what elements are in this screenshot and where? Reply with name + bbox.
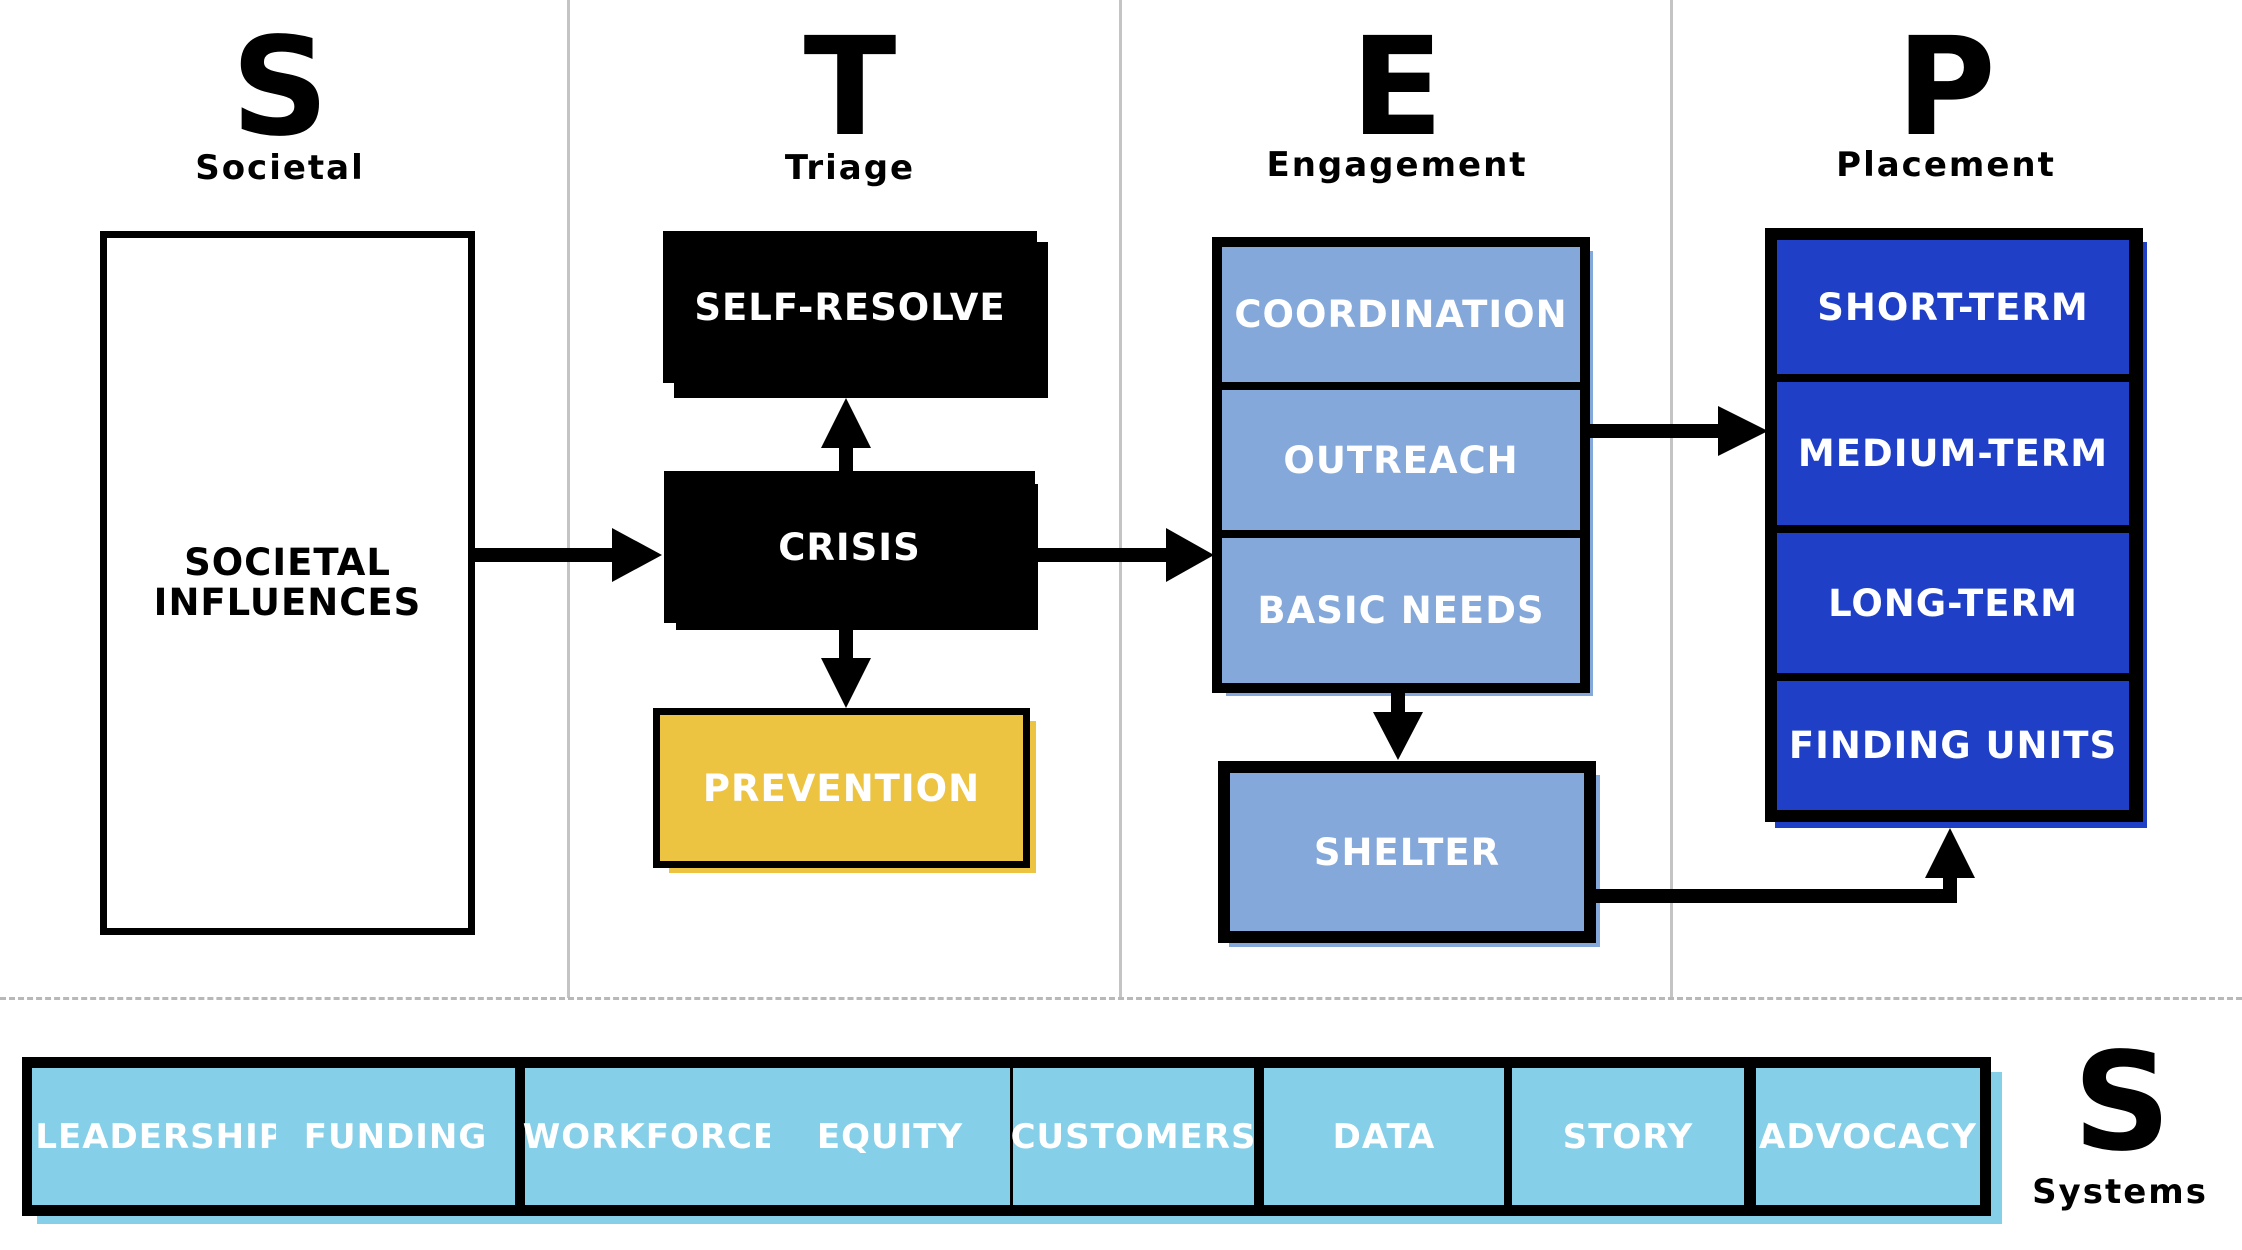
placement-item-label: SHORT-TERM [1817, 285, 2089, 329]
placement-item-finding-units: FINDING UNITS [1777, 681, 2129, 810]
systems-item-label: WORKFORCE [522, 1116, 778, 1157]
arrow-crisis-to-engagement [1035, 548, 1175, 562]
self-resolve-label: SELF-RESOLVE [694, 285, 1006, 329]
systems-item-label: FUNDING [303, 1116, 488, 1157]
systems-item-story: STORY [1512, 1068, 1744, 1205]
systems-item-advocacy: ADVOCACY [1756, 1068, 1980, 1205]
crisis-box: CRISIS [664, 471, 1035, 623]
placement-item-medium-term: MEDIUM-TERM [1777, 382, 2129, 525]
column-letter-societal: S [231, 9, 329, 167]
prevention-label: PREVENTION [702, 766, 981, 810]
engagement-item-label: OUTREACH [1283, 438, 1519, 482]
engagement-item-label: BASIC NEEDS [1257, 589, 1545, 632]
arrow-societal-to-crisis [475, 548, 620, 562]
systems-item-equity: EQUITY [770, 1068, 1010, 1205]
arrow-engagement-to-placement-head [1718, 406, 1768, 456]
systems-item-funding: FUNDING [276, 1068, 515, 1205]
arrow-crisis-to-self-resolve-head [821, 398, 871, 448]
prevention-box: PREVENTION [653, 708, 1030, 868]
column-label-triage: Triage [784, 148, 916, 188]
column-divider [567, 0, 570, 998]
arrow-shelter-to-placement-head [1925, 828, 1975, 878]
column-divider [1670, 0, 1673, 998]
arrow-societal-to-crisis-head [612, 528, 662, 582]
systems-item-label: EQUITY [816, 1116, 964, 1157]
column-letter-triage: T [803, 9, 897, 167]
shelter-box: SHELTER [1230, 773, 1584, 931]
crisis-label: CRISIS [778, 525, 921, 569]
engagement-item-label: COORDINATION [1234, 293, 1568, 336]
column-letter-placement: P [1896, 9, 1996, 167]
systems-bar: LEADERSHIP FUNDING WORKFORCE EQUITY CUST… [22, 1057, 1991, 1216]
column-label-engagement: Engagement [1266, 145, 1528, 185]
placement-item-label: LONG-TERM [1828, 581, 2078, 625]
arrow-shelter-to-placement [1596, 889, 1957, 903]
arrow-engagement-to-shelter-head [1373, 712, 1423, 760]
engagement-item-outreach: OUTREACH [1222, 390, 1580, 530]
engagement-stack: COORDINATION OUTREACH BASIC NEEDS [1212, 237, 1590, 693]
placement-item-label: FINDING UNITS [1788, 724, 2118, 767]
systems-item-label: LEADERSHIP [35, 1116, 285, 1157]
arrow-crisis-to-engagement-head [1166, 528, 1214, 582]
placement-item-long-term: LONG-TERM [1777, 533, 2129, 673]
systems-item-label: CUSTOMERS [1010, 1116, 1257, 1157]
placement-item-short-term: SHORT-TERM [1777, 240, 2129, 374]
systems-item-customers: CUSTOMERS [1010, 1068, 1257, 1205]
shelter-label: SHELTER [1313, 830, 1501, 874]
column-label-placement: Placement [1836, 145, 2056, 185]
placement-item-label: MEDIUM-TERM [1797, 432, 2109, 475]
column-label-societal: Societal [195, 148, 365, 188]
systems-item-label: STORY [1562, 1116, 1694, 1157]
societal-influences-box: SOCIETAL INFLUENCES [100, 231, 475, 935]
arrow-crisis-to-prevention-head [821, 658, 871, 708]
systems-label: Systems [2032, 1172, 2208, 1212]
systems-item-leadership: LEADERSHIP [32, 1068, 288, 1205]
societal-influences-label: SOCIETAL INFLUENCES [153, 541, 422, 624]
engagement-item-coordination: COORDINATION [1222, 247, 1580, 382]
systems-item-label: DATA [1332, 1116, 1436, 1157]
systems-item-label: ADVOCACY [1759, 1116, 1977, 1157]
systems-letter: S [2073, 1024, 2171, 1182]
column-letter-engagement: E [1350, 9, 1444, 167]
arrow-engagement-to-placement [1590, 424, 1728, 438]
placement-stack: SHORT-TERM MEDIUM-TERM LONG-TERM FINDING… [1765, 228, 2143, 822]
shelter-frame: SHELTER [1218, 761, 1596, 943]
engagement-item-basic-needs: BASIC NEEDS [1222, 538, 1580, 683]
systems-item-workforce: WORKFORCE [522, 1068, 778, 1205]
column-divider [1119, 0, 1122, 998]
self-resolve-box: SELF-RESOLVE [663, 231, 1037, 383]
arrow-crisis-to-prevention [839, 628, 853, 663]
section-divider-dashed [0, 997, 2242, 1000]
systems-item-data: DATA [1264, 1068, 1504, 1205]
